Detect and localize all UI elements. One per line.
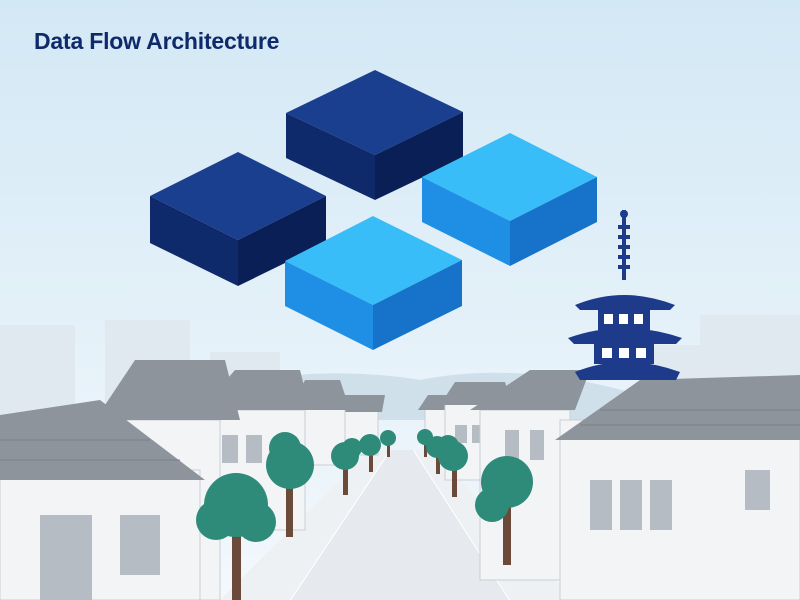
tree-left-3	[359, 434, 381, 472]
block-top-center	[286, 70, 463, 200]
tree-left-2	[331, 438, 362, 495]
tree-left-0	[196, 473, 276, 600]
block-left	[150, 152, 326, 286]
trees	[196, 429, 533, 600]
tree-far-1	[380, 430, 396, 457]
tree-right-2	[437, 435, 468, 497]
page-title: Data Flow Architecture	[34, 28, 280, 54]
tree-right-1	[475, 456, 533, 565]
left-houses	[0, 360, 385, 600]
house-left-1	[0, 400, 205, 600]
block-right	[422, 133, 597, 266]
data-blocks	[150, 70, 597, 350]
pagoda	[568, 210, 682, 380]
block-bottom-center	[285, 216, 462, 350]
right-houses	[418, 370, 800, 600]
tree-left-1	[266, 432, 314, 537]
house-right-2	[555, 375, 800, 600]
street	[270, 450, 530, 600]
